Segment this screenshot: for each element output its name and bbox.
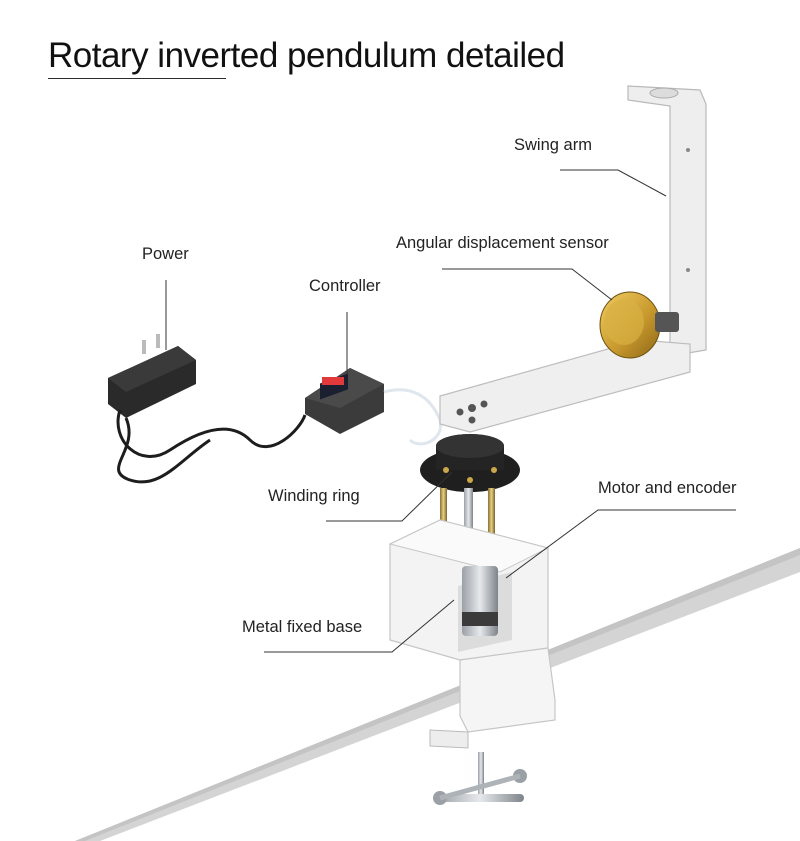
metal-base-part [388,519,556,805]
label-controller: Controller [309,277,381,295]
angular-sensor-part [599,291,679,359]
table-edge [75,548,800,841]
label-motor-encoder: Motor and encoder [598,479,737,497]
leader-winding-ring [326,471,453,522]
leader-swing-arm [560,169,667,197]
controller-board [305,368,443,446]
winding-ring-part [420,434,520,548]
leader-motor-encoder [505,509,736,579]
label-angular-sensor: Angular displacement sensor [396,234,609,252]
leader-angular-sensor [442,268,613,301]
label-winding-ring: Winding ring [268,487,360,505]
title-underline [48,78,226,79]
power-adapter [108,334,307,484]
label-swing-arm: Swing arm [514,136,592,154]
leader-lines [165,169,736,653]
rotary-arm [439,339,691,433]
leader-metal-base [264,599,455,653]
label-power: Power [142,245,189,263]
page-title: Rotary inverted pendulum detailed [48,36,565,75]
label-metal-base: Metal fixed base [242,618,363,636]
